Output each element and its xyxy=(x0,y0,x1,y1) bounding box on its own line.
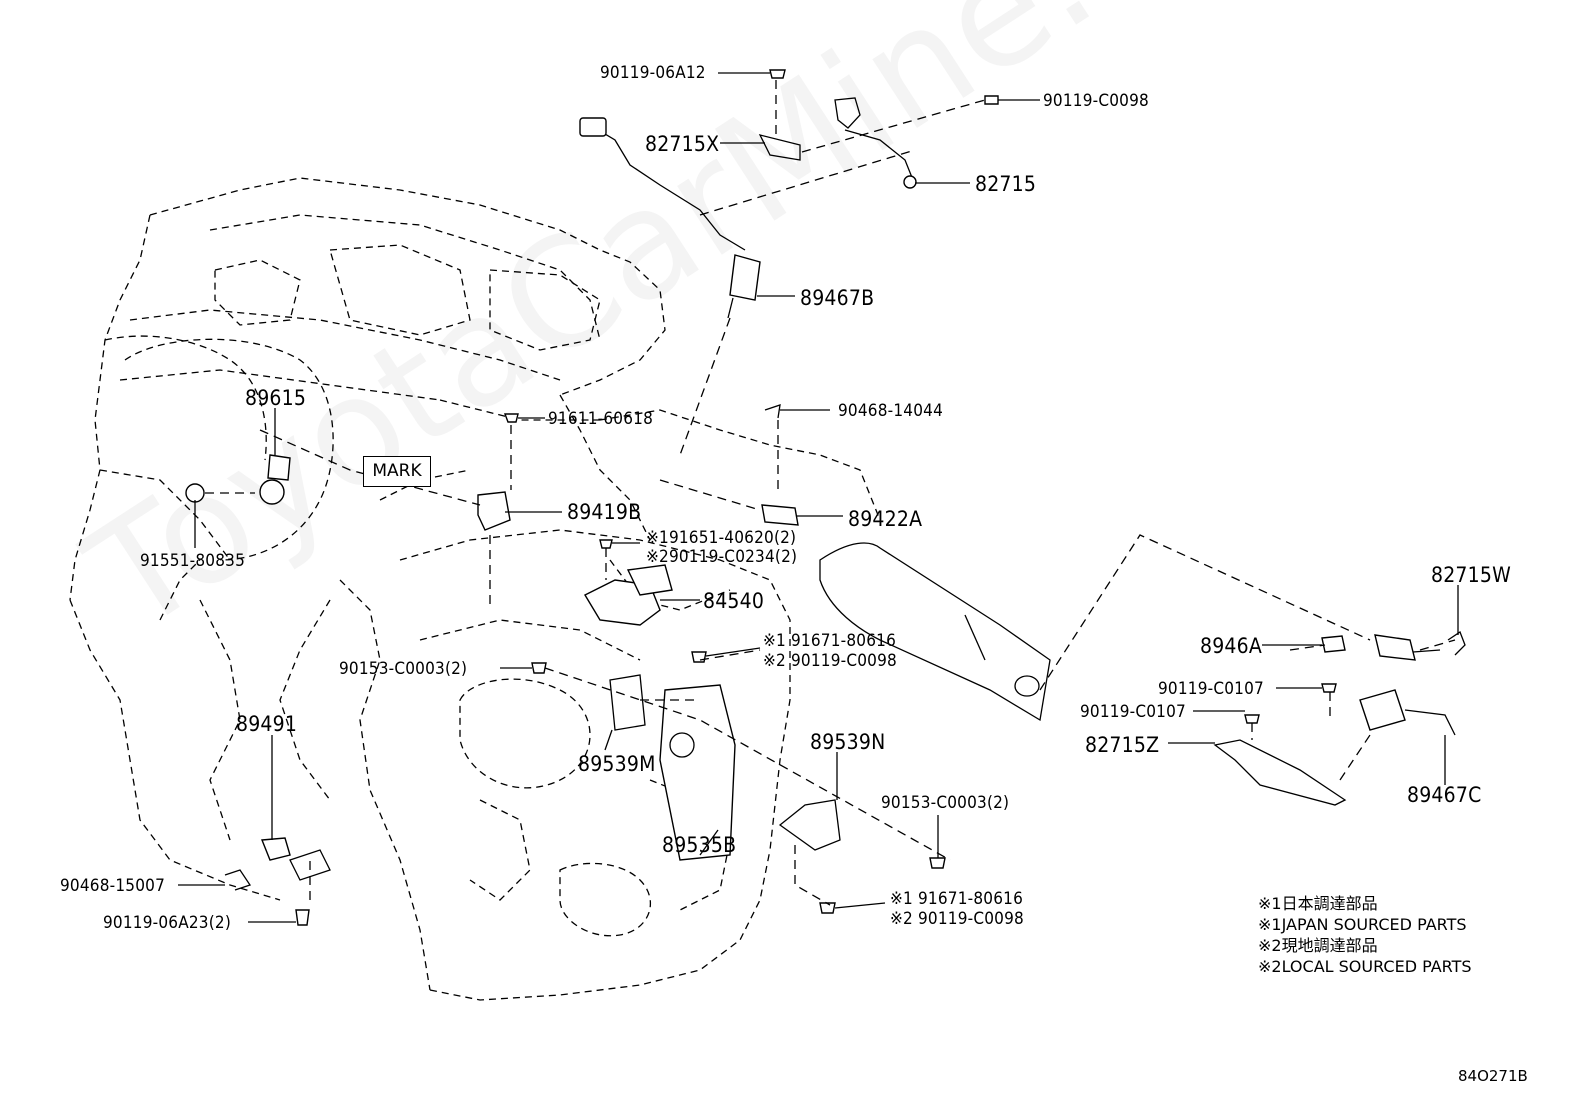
legend-line-4: ※2LOCAL SOURCED PARTS xyxy=(1258,957,1472,976)
legend-line-1: ※1日本調達部品 xyxy=(1258,894,1378,913)
assembly-lines xyxy=(259,80,1456,861)
label-91651-40620: ※191651-40620(2) xyxy=(646,528,797,548)
leader-lines xyxy=(178,72,1459,923)
label-89419B: 89419B xyxy=(567,500,642,524)
label-90119-C0234: ※290119-C0234(2) xyxy=(646,547,798,567)
label-89539N: 89539N xyxy=(810,730,886,754)
diagram-code: 84O271B xyxy=(1458,1067,1528,1085)
parts-shapes xyxy=(185,69,1466,926)
label-90119-C0107-a: 90119-C0107 xyxy=(1158,679,1264,699)
label-90468-14044: 90468-14044 xyxy=(838,401,944,421)
label-90119-C0098-top: 90119-C0098 xyxy=(1043,91,1149,111)
label-90153-C0003-b: 90153-C0003(2) xyxy=(881,793,1010,813)
label-84540: 84540 xyxy=(703,589,765,613)
label-91671-80616-a: ※1 91671-80616 xyxy=(763,631,897,651)
label-82715Z: 82715Z xyxy=(1085,733,1160,757)
engine-outline xyxy=(69,177,881,1001)
label-91611-60618: 91611-60618 xyxy=(548,409,654,429)
drive-shaft xyxy=(819,542,1051,722)
label-90119-06A23: 90119-06A23(2) xyxy=(103,913,232,933)
label-82715X: 82715X xyxy=(645,132,720,156)
label-90153-C0003-a: 90153-C0003(2) xyxy=(339,659,468,679)
label-82715: 82715 xyxy=(975,172,1037,196)
label-90119-06A12: 90119-06A12 xyxy=(600,63,706,83)
legend-line-2: ※1JAPAN SOURCED PARTS xyxy=(1258,915,1467,934)
mark-label: MARK xyxy=(363,456,431,487)
label-89467C: 89467C xyxy=(1407,783,1482,807)
label-89539M: 89539M xyxy=(578,752,656,776)
label-8946A: 8946A xyxy=(1200,634,1262,658)
label-91551-80835: 91551-80835 xyxy=(140,551,246,571)
label-89615: 89615 xyxy=(245,386,307,410)
label-89491: 89491 xyxy=(236,712,298,736)
label-89422A: 89422A xyxy=(848,507,923,531)
label-91671-80616-b: ※1 91671-80616 xyxy=(890,889,1024,909)
label-90119-C0098-a: ※2 90119-C0098 xyxy=(763,651,897,671)
label-82715W: 82715W xyxy=(1431,563,1511,587)
label-89535B: 89535B xyxy=(662,833,737,857)
label-89467B: 89467B xyxy=(800,286,875,310)
legend-line-3: ※2現地調達部品 xyxy=(1258,936,1378,955)
label-90468-15007: 90468-15007 xyxy=(60,876,166,896)
label-90119-C0107-b: 90119-C0107 xyxy=(1080,702,1186,722)
legend: ※1日本調達部品 ※1JAPAN SOURCED PARTS ※2現地調達部品 … xyxy=(1258,893,1472,977)
label-90119-C0098-b: ※2 90119-C0098 xyxy=(890,909,1024,929)
